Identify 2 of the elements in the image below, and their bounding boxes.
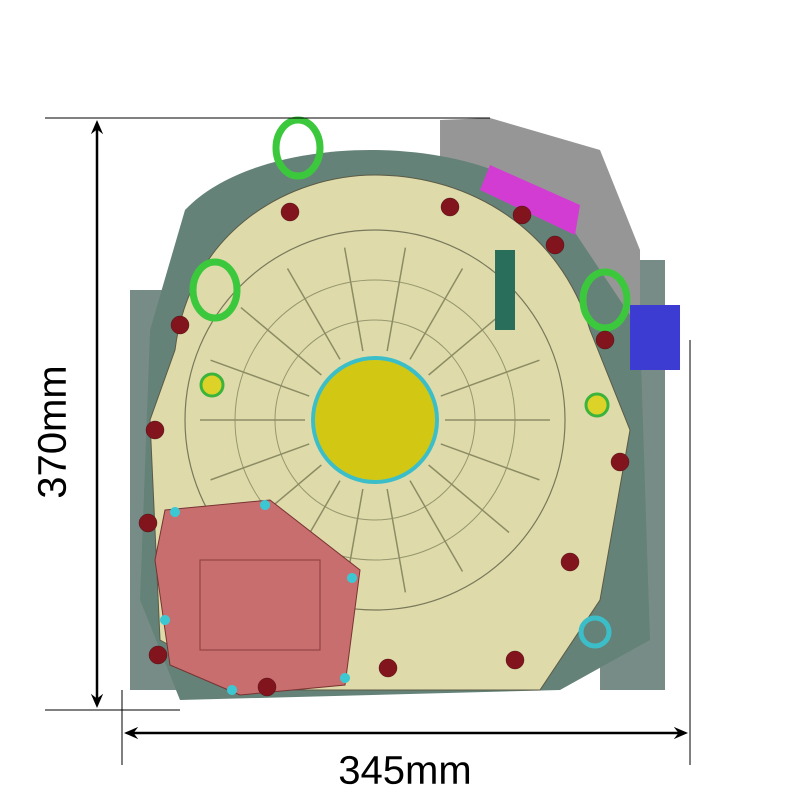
dimension-label: 345mm xyxy=(340,756,470,784)
dimension-label: 370mm xyxy=(38,368,66,498)
